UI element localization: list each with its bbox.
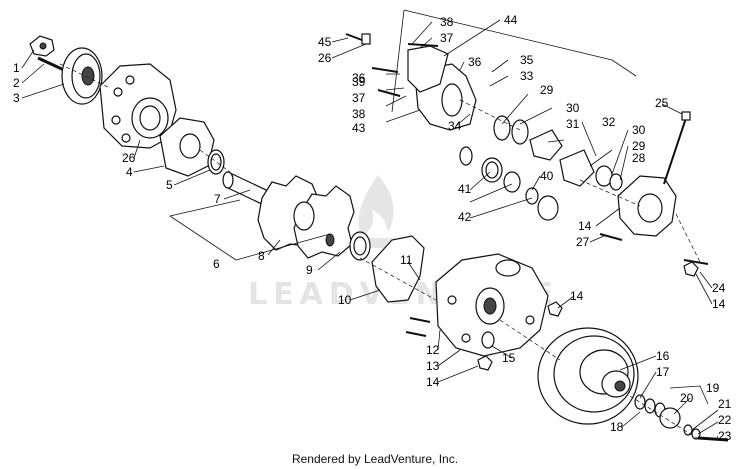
callout: 28 bbox=[632, 151, 646, 165]
callout: 20 bbox=[680, 391, 694, 405]
callout: 30 bbox=[566, 101, 580, 115]
callout: 29 bbox=[632, 139, 646, 153]
callout: 43 bbox=[352, 121, 366, 135]
callout: 21 bbox=[718, 397, 732, 411]
callout: 19 bbox=[706, 381, 720, 395]
callout: 36 bbox=[352, 71, 366, 85]
callout: 32 bbox=[602, 115, 616, 129]
callout: 45 bbox=[318, 35, 332, 49]
alignment-lines bbox=[59, 63, 701, 441]
callout: 12 bbox=[426, 343, 440, 357]
drive-clutch-group bbox=[29, 35, 225, 177]
driven-clutch-group bbox=[537, 327, 729, 442]
callout: 14 bbox=[570, 289, 584, 303]
callout: 24 bbox=[712, 281, 726, 295]
callout: 1 bbox=[13, 61, 20, 75]
callout: 8 bbox=[258, 249, 265, 263]
callout: 22 bbox=[718, 413, 732, 427]
callout: 41 bbox=[458, 182, 472, 196]
callout: 14 bbox=[578, 219, 592, 233]
callout: 39 bbox=[352, 75, 366, 89]
callout: 3 bbox=[13, 91, 20, 105]
callout: 33 bbox=[520, 69, 534, 83]
callout: 38 bbox=[440, 15, 454, 29]
callout: 26 bbox=[318, 51, 332, 65]
leader-lines bbox=[21, 19, 719, 441]
callout: 37 bbox=[440, 31, 454, 45]
callout-labels: 1 2 3 26 4 5 7 6 8 9 10 11 12 13 14 15 1… bbox=[13, 13, 732, 443]
callout: 44 bbox=[504, 13, 518, 27]
callout: 17 bbox=[656, 365, 670, 379]
callout: 2 bbox=[13, 76, 20, 90]
callout: 34 bbox=[448, 119, 462, 133]
callout: 11 bbox=[400, 253, 413, 267]
bearing-housing-group bbox=[345, 9, 709, 277]
callout: 23 bbox=[718, 429, 732, 443]
callout: 40 bbox=[540, 169, 554, 183]
callout: 29 bbox=[540, 83, 554, 97]
callout: 14 bbox=[426, 375, 440, 389]
callout: 35 bbox=[520, 53, 534, 67]
callout: 37 bbox=[352, 91, 366, 105]
callout: 25 bbox=[655, 96, 669, 110]
callout: 26 bbox=[122, 151, 136, 165]
callout: 30 bbox=[632, 123, 646, 137]
jackshaft-group bbox=[169, 171, 371, 261]
callout: 27 bbox=[576, 235, 590, 249]
callout: 31 bbox=[566, 117, 580, 131]
callout: 36 bbox=[468, 55, 482, 69]
callout: 38 bbox=[352, 107, 366, 121]
callout: 13 bbox=[426, 359, 440, 373]
callout: 18 bbox=[610, 420, 624, 434]
callout: 9 bbox=[306, 263, 313, 277]
chaincase-group bbox=[371, 235, 563, 371]
callout: 7 bbox=[214, 192, 221, 206]
callout: 4 bbox=[126, 165, 133, 179]
callout: 14 bbox=[712, 297, 726, 311]
callout: 10 bbox=[338, 293, 352, 307]
footer-credit: Rendered by LeadVenture, Inc. bbox=[291, 452, 459, 466]
callout: 5 bbox=[166, 178, 173, 192]
callout: 6 bbox=[213, 257, 220, 271]
callout: 15 bbox=[502, 351, 516, 365]
callout: 42 bbox=[458, 210, 472, 224]
callout: 16 bbox=[656, 349, 670, 363]
